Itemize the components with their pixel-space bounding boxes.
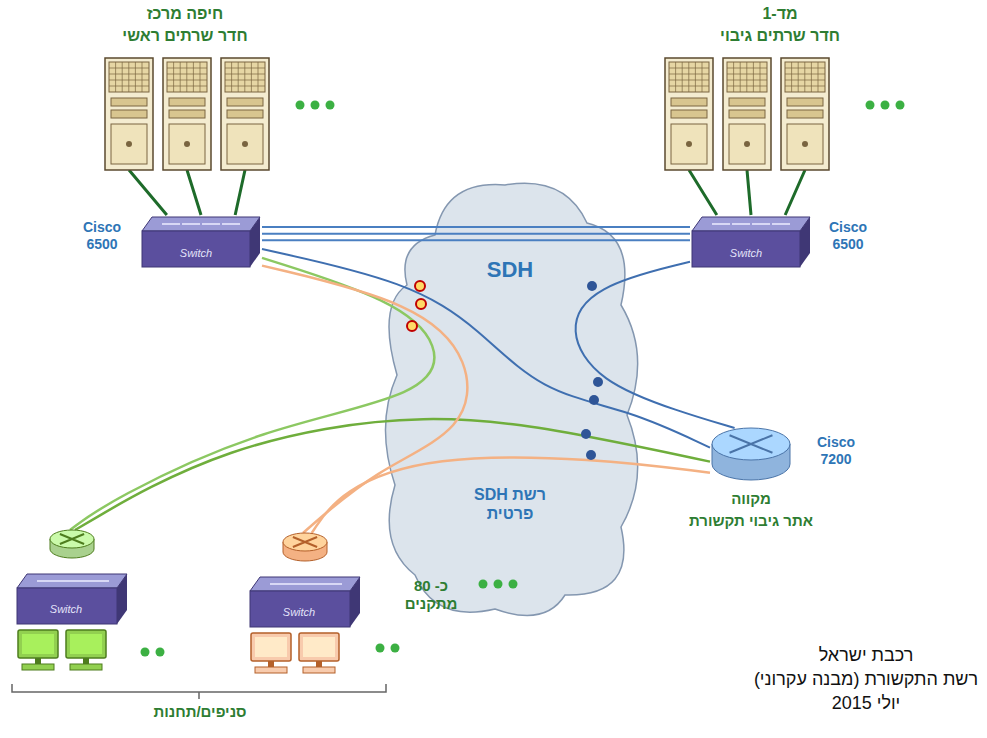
switch-port xyxy=(324,583,342,585)
switch-port xyxy=(712,223,730,225)
switch-port xyxy=(202,223,220,225)
router-top xyxy=(712,428,790,460)
device-name: Switch xyxy=(692,247,800,260)
server-tower xyxy=(723,58,771,170)
switch-port xyxy=(752,223,770,225)
router-arrows xyxy=(60,534,84,544)
workstation xyxy=(251,633,291,673)
node-shape xyxy=(10,530,135,675)
switch-port xyxy=(73,580,91,582)
switch-port xyxy=(162,223,180,225)
bracket xyxy=(12,684,386,699)
branch-site: Switch xyxy=(243,533,368,678)
room-heading: מד-1 xyxy=(695,4,865,23)
workstation xyxy=(18,630,58,670)
switch-port xyxy=(772,223,790,225)
device-model: Cisco 6500 xyxy=(74,219,130,253)
router-top xyxy=(50,530,94,548)
switch: SwitchCisco 6500 xyxy=(690,215,812,270)
server-tower xyxy=(221,58,269,170)
node-shape xyxy=(660,0,910,170)
switch: SwitchCisco 6500 xyxy=(140,215,262,270)
group-label: סניפים/תחנות xyxy=(60,703,340,721)
server-tower xyxy=(163,58,211,170)
switch-top xyxy=(250,577,360,591)
site-name: אתר גיבוי תקשורת xyxy=(651,512,851,530)
node-shape xyxy=(375,175,645,615)
node-shape xyxy=(690,215,812,270)
server-tower xyxy=(665,58,713,170)
server-room: חיפה מרכז חדר שרתים ראשי xyxy=(100,0,350,170)
node-shape xyxy=(243,533,368,678)
switch-port xyxy=(306,583,324,585)
branch-site: Switch xyxy=(10,530,135,675)
device-name: Switch xyxy=(250,606,348,619)
switch-port xyxy=(91,580,109,582)
workstation xyxy=(299,633,339,673)
room-heading: חיפה מרכז xyxy=(100,4,270,23)
device-name: Switch xyxy=(142,247,250,260)
device-model: Cisco 6500 xyxy=(820,219,876,253)
switch-side xyxy=(117,574,127,624)
switch-port xyxy=(37,580,55,582)
node-shape xyxy=(140,215,262,270)
node-shape xyxy=(100,0,350,170)
ellipsis-dots xyxy=(141,101,905,657)
title-line: רכבת ישראל xyxy=(752,645,980,667)
switch-port xyxy=(55,580,73,582)
room-heading: חדר שרתים ראשי xyxy=(100,26,270,45)
link-line xyxy=(689,170,805,215)
switch-port xyxy=(270,583,288,585)
router-arrows xyxy=(730,435,773,453)
title-line: רשת התקשורת (מבנה עקרוני) xyxy=(752,669,980,691)
node-shape xyxy=(710,428,792,484)
link-line xyxy=(262,226,690,228)
switch-top xyxy=(692,217,810,231)
room-heading: חדר שרתים גיבוי xyxy=(695,26,865,45)
switch-front xyxy=(692,231,800,267)
switch-front xyxy=(17,588,117,624)
switch-front xyxy=(142,231,250,267)
switch-port xyxy=(222,223,240,225)
switch-side xyxy=(350,577,360,627)
router-arrows xyxy=(293,537,317,547)
switch-port xyxy=(288,583,306,585)
switch-side xyxy=(800,217,810,267)
switch-top xyxy=(142,217,260,231)
switch-top xyxy=(17,574,127,588)
router-top xyxy=(283,533,327,551)
switch-port xyxy=(182,223,200,225)
server-tower xyxy=(105,58,153,170)
switch-front xyxy=(250,591,350,627)
switch-side xyxy=(250,217,260,267)
network-name: SDH xyxy=(460,257,560,283)
server-room: מד-1 חדר שרתים גיבוי xyxy=(660,0,910,170)
title-line: יולי 2015 xyxy=(752,693,980,715)
workstation xyxy=(66,630,106,670)
device-name: Switch xyxy=(17,603,115,616)
router: Cisco 7200מקווהאתר גיבוי תקשורת xyxy=(710,428,792,484)
link-line xyxy=(262,233,690,235)
site-name: מקווה xyxy=(651,490,851,508)
network-name: רשת SDH פרטית xyxy=(460,485,560,523)
cloud-outline xyxy=(385,183,637,615)
server-tower xyxy=(781,58,829,170)
link-line xyxy=(262,239,690,241)
network-cloud: SDH רשת SDH פרטית xyxy=(375,175,645,615)
count-note: כ- 80 מתקנים xyxy=(395,577,467,613)
switch-port xyxy=(732,223,750,225)
link-line xyxy=(129,170,245,215)
device-model: Cisco 7200 xyxy=(808,434,864,468)
